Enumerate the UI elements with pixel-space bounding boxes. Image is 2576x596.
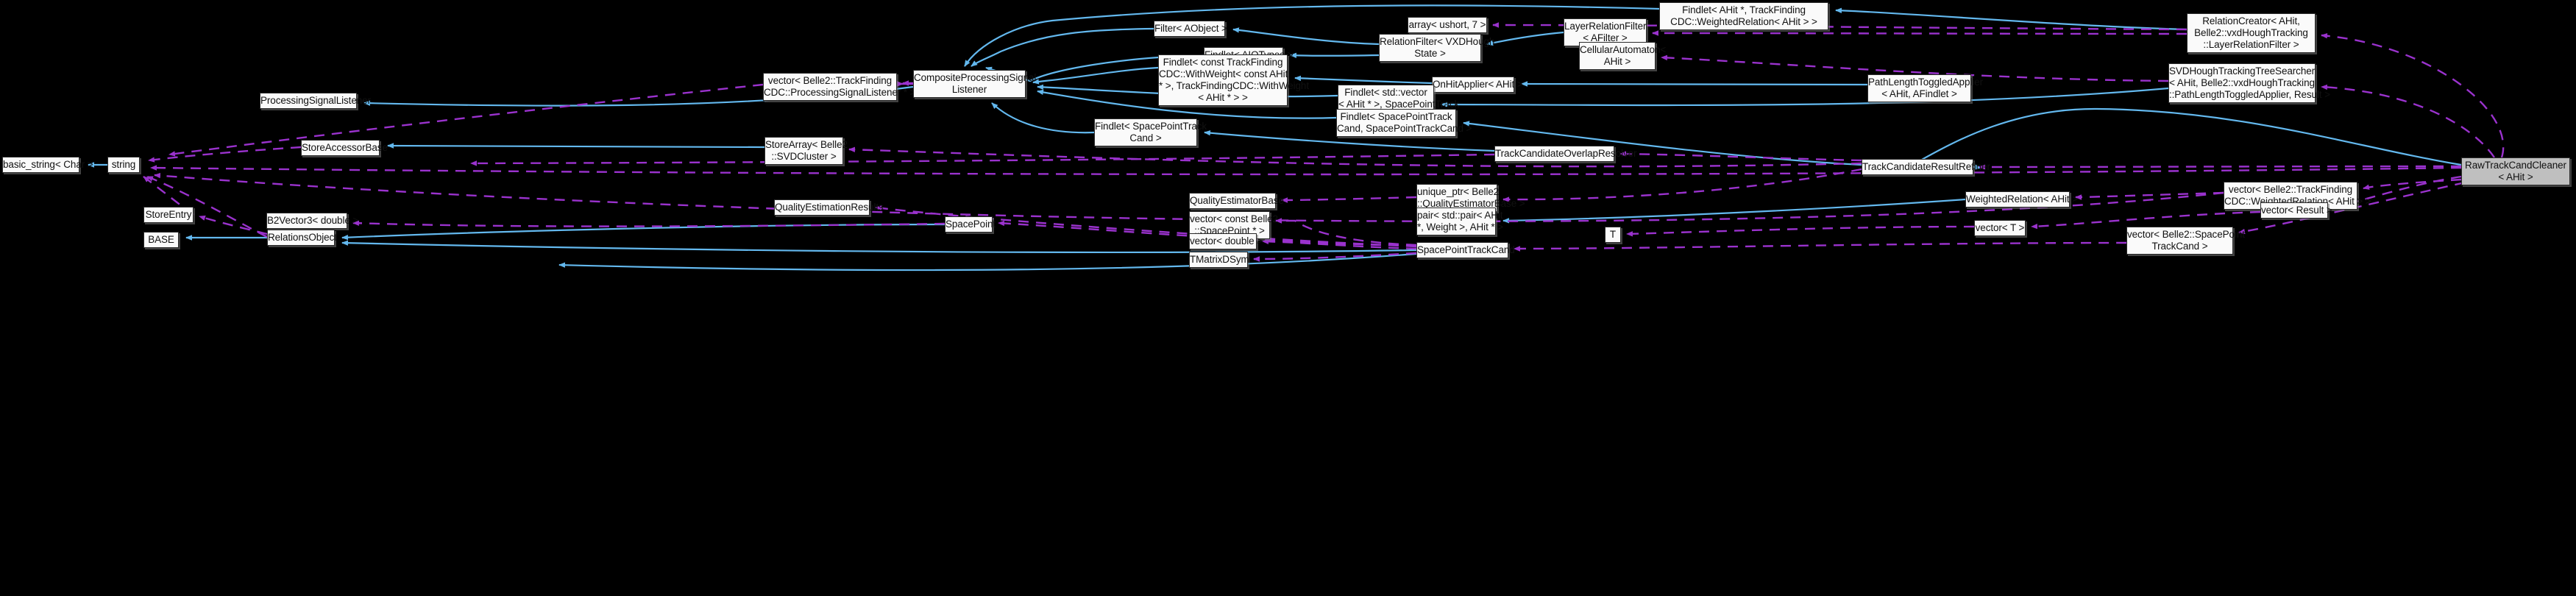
class-node-n31[interactable]: vector< Result > — [2260, 202, 2332, 219]
class-node-label: Findlet< AHit *, TrackFinding CDC::Weigh… — [1670, 4, 1817, 27]
class-node-n34[interactable]: SpacePoint — [945, 216, 996, 233]
class-node-label: RawTrackCandCleaner < AHit > — [2465, 160, 2566, 182]
class-node-label: T — [1609, 229, 1617, 240]
class-node-label: pair< std::pair< AHit *, Weight >, AHit … — [1417, 210, 1503, 233]
class-node-n26[interactable]: unique_ptr< Belle2 ::QualityEstimatorBas… — [1416, 184, 1525, 212]
inheritance-edges — [88, 4, 2462, 272]
class-node-label: StoreEntry — [145, 209, 192, 220]
class-node-label: Findlet< SpacePointTrack Cand > — [1095, 121, 1207, 143]
class-node-n0[interactable]: Findlet< AHit *, TrackFinding CDC::Weigh… — [1659, 2, 1828, 30]
class-node-n39[interactable]: RelationsObject — [267, 230, 337, 246]
class-node-n10[interactable]: PathLengthToggledApplier < AHit, AFindle… — [1867, 74, 1983, 102]
class-node-n32[interactable]: B2Vector3< double > — [266, 213, 359, 229]
class-node-label: TrackCandidateOverlapResolver — [1495, 148, 1637, 159]
class-node-label: ProcessingSignalListener — [260, 95, 371, 106]
class-node-n17[interactable]: Findlet< SpacePointTrack Cand > — [1094, 118, 1207, 146]
class-node-label: CellularAutomaton< AHit > — [1580, 44, 1667, 67]
class-node-n22[interactable]: basic_string< Char > — [2, 157, 93, 173]
class-node-n43[interactable]: TMatrixDSym — [1189, 252, 1249, 268]
class-node-label: QualityEstimationResults — [775, 202, 884, 213]
class-node-label: SVDHoughTrackingTreeSearcher < AHit, Bel… — [2169, 65, 2330, 100]
class-node-n19[interactable]: StoreAccessorBase — [301, 140, 388, 156]
class-node-label: unique_ptr< Belle2 ::QualityEstimatorBas… — [1417, 186, 1525, 209]
class-node-n24[interactable]: RawTrackCandCleaner < AHit > — [2461, 157, 2570, 185]
class-node-n13[interactable]: CompositeProcessingSignal Listener — [913, 70, 1037, 98]
class-node-label: vector< Result > — [2261, 205, 2332, 216]
class-node-n28[interactable]: QualityEstimationResults — [774, 199, 884, 216]
class-node-label: StoreAccessorBase — [302, 142, 388, 153]
class-node-label: LayerRelationFilter < AFilter > — [1564, 21, 1647, 43]
class-node-n42[interactable]: BASE — [143, 232, 179, 248]
class-node-n11[interactable]: OnHitApplier< AHit > — [1432, 77, 1523, 93]
class-node-label: vector< T > — [1975, 222, 2025, 233]
class-node-label: OnHitApplier< AHit > — [1433, 79, 1523, 90]
class-node-label: SpacePoint — [945, 219, 996, 230]
class-node-label: RelationFilter< VXDHough State > — [1380, 36, 1495, 59]
class-node-n4[interactable]: Filter< AObject > — [1154, 21, 1227, 37]
class-node-n15[interactable]: ProcessingSignalListener — [260, 93, 371, 109]
class-node-n18[interactable]: StoreArray< Belle2 ::SVDCluster > — [764, 137, 848, 165]
class-node-n23[interactable]: string — [107, 157, 140, 173]
class-node-label: vector< double > — [1190, 235, 1263, 246]
class-node-n38[interactable]: vector< Belle2::SpacePoint TrackCand > — [2126, 227, 2245, 255]
class-node-n37[interactable]: T — [1605, 227, 1621, 243]
class-node-label: Findlet< SpacePointTrack Cand, SpacePoin… — [1337, 111, 1472, 134]
class-node-label: QualityEstimatorBase — [1190, 195, 1284, 206]
class-node-label: basic_string< Char > — [3, 159, 93, 170]
class-node-n36[interactable]: vector< T > — [1974, 220, 2026, 236]
class-node-n1[interactable]: RelationCreator< AHit, Belle2::vxdHoughT… — [2187, 13, 2316, 53]
class-node-label: vector< Belle2::TrackFinding CDC::Weight… — [2224, 184, 2371, 207]
class-node-n35[interactable]: StoreEntry — [143, 207, 194, 223]
class-node-label: array< ushort, 7 > — [1408, 19, 1486, 30]
class-node-n5[interactable]: RelationFilter< VXDHough State > — [1379, 34, 1495, 62]
class-node-n40[interactable]: vector< double > — [1189, 233, 1263, 249]
class-node-n41[interactable]: SpacePointTrackCand — [1416, 242, 1515, 258]
class-node-label: RelationCreator< AHit, Belle2::vxdHoughT… — [2194, 15, 2308, 50]
class-node-label: Filter< AObject > — [1154, 23, 1227, 34]
class-node-n27[interactable]: WeightedRelation< AHit > — [1965, 191, 2078, 207]
class-node-n8[interactable]: SVDHoughTrackingTreeSearcher < AHit, Bel… — [2168, 63, 2330, 103]
class-node-n16[interactable]: Findlet< SpacePointTrack Cand, SpacePoin… — [1336, 109, 1472, 137]
class-node-n6[interactable]: CellularAutomaton< AHit > — [1579, 42, 1667, 70]
class-node-label: RelationsObject — [268, 232, 337, 243]
class-node-n20[interactable]: TrackCandidateOverlapResolver — [1494, 146, 1637, 162]
class-node-n29[interactable]: QualityEstimatorBase — [1189, 193, 1284, 209]
class-node-label: Findlet< const TrackFinding CDC::WithWei… — [1159, 57, 1309, 103]
class-node-n2[interactable]: array< ushort, 7 > — [1408, 17, 1487, 33]
class-node-n9[interactable]: Findlet< const TrackFinding CDC::WithWei… — [1158, 54, 1309, 106]
class-node-label: CompositeProcessingSignal Listener — [914, 72, 1037, 95]
class-node-n21[interactable]: TrackCandidateResultRefiner — [1862, 159, 1990, 175]
class-node-label: StoreArray< Belle2 ::SVDCluster > — [765, 139, 848, 162]
class-node-n3[interactable]: LayerRelationFilter < AFilter > — [1564, 18, 1647, 46]
class-node-label: TMatrixDSym — [1190, 254, 1249, 265]
class-node-label: string — [111, 159, 136, 170]
class-node-label: vector< Belle2::TrackFinding CDC::Proces… — [764, 75, 916, 98]
class-node-label: PathLengthToggledApplier < AHit, AFindle… — [1868, 77, 1983, 99]
class-node-label: vector< Belle2::SpacePoint TrackCand > — [2127, 229, 2245, 252]
class-node-label: WeightedRelation< AHit > — [1966, 194, 2078, 205]
class-node-label: TrackCandidateResultRefiner — [1862, 161, 1990, 172]
class-node-label: BASE — [148, 234, 174, 245]
class-node-label: B2Vector3< double > — [267, 215, 359, 226]
class-node-n30[interactable]: pair< std::pair< AHit *, Weight >, AHit … — [1416, 207, 1503, 235]
class-node-n12[interactable]: vector< Belle2::TrackFinding CDC::Proces… — [763, 73, 916, 101]
class-node-label: SpacePointTrackCand — [1417, 244, 1515, 255]
